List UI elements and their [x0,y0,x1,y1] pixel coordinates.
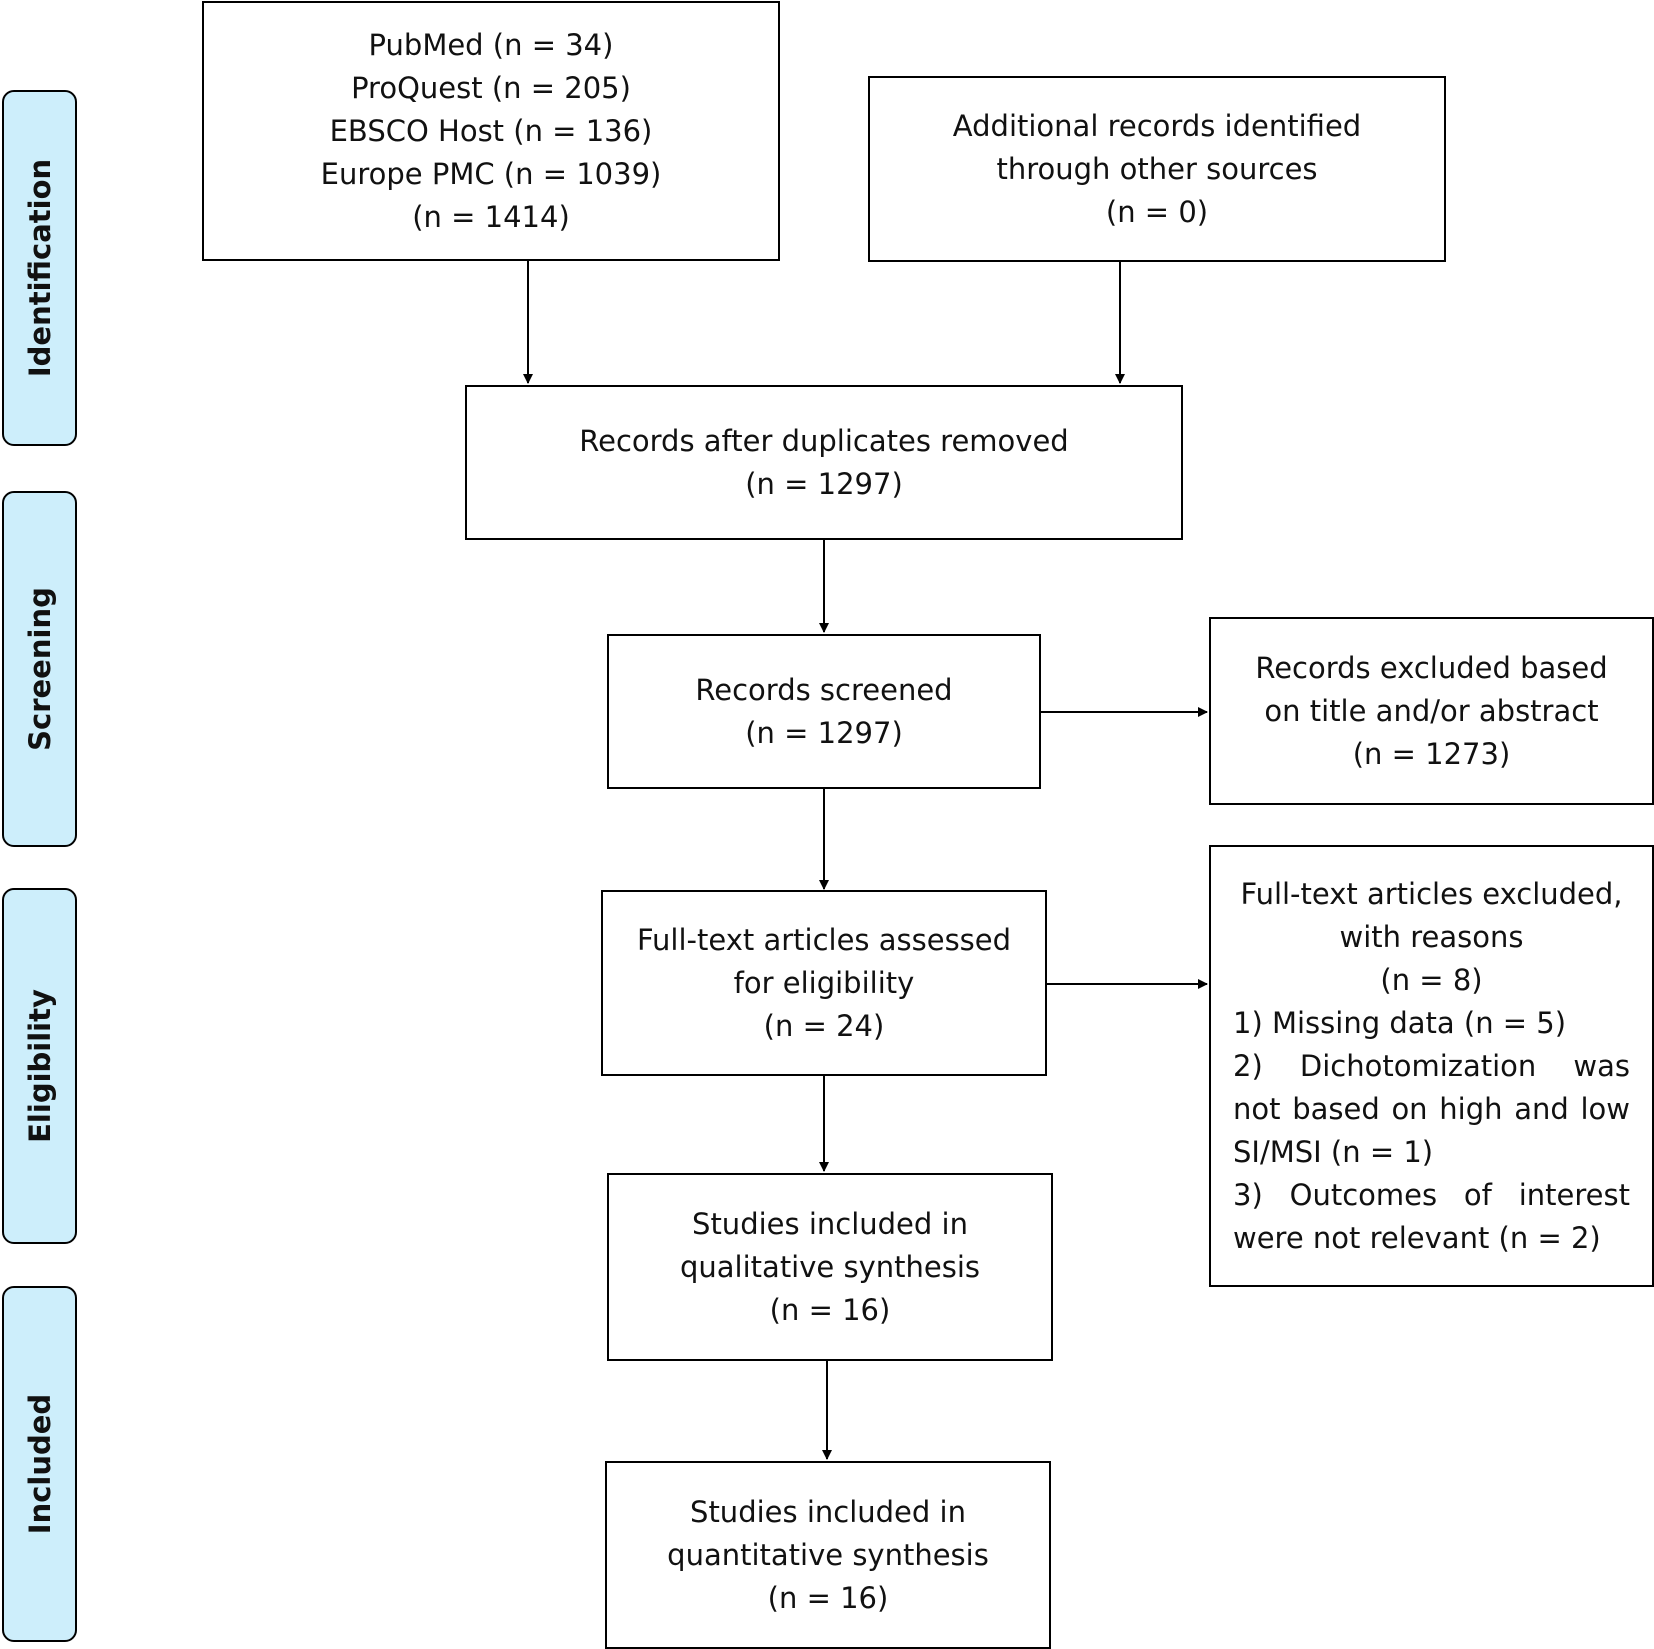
excluded-line2: on title and/or abstract [1264,693,1599,728]
box-fulltext-assessed: Full-text articles assessed for eligibil… [601,890,1047,1076]
box-database-records: PubMed (n = 34) ProQuest (n = 205) EBSCO… [202,1,780,261]
reason-outcomes-line1: 3) Outcomes of interest [1233,1178,1630,1212]
proquest-count: ProQuest (n = 205) [351,70,631,105]
fulltext-assessed-count: (n = 24) [763,1008,885,1043]
fulltext-excluded-count: (n = 8) [1380,963,1483,997]
quantitative-line2: quantitative synthesis [667,1537,989,1572]
fulltext-assessed-line2: for eligibility [733,965,915,1000]
phase-included: Included [2,1286,77,1642]
europe-pmc-count: Europe PMC (n = 1039) [320,156,662,191]
after-duplicates-count: (n = 1297) [745,466,903,501]
qualitative-line2: qualitative synthesis [680,1249,980,1284]
fulltext-excluded-line1: Full-text articles excluded, [1240,877,1623,911]
box-after-duplicates: Records after duplicates removed (n = 12… [465,385,1183,540]
phase-eligibility: Eligibility [2,888,77,1244]
box-quantitative-synthesis: Studies included in quantitative synthes… [605,1461,1051,1649]
pubmed-count: PubMed (n = 34) [368,27,614,62]
other-sources-line1: Additional records identified [952,108,1362,143]
reason-missing-data: 1) Missing data (n = 5) [1233,1006,1567,1040]
box-records-excluded: Records excluded based on title and/or a… [1209,617,1654,805]
other-sources-line2: through other sources [996,151,1318,186]
phase-identification: Identification [2,90,77,446]
phase-screening: Screening [2,491,77,847]
ebsco-count: EBSCO Host (n = 136) [329,113,653,148]
other-sources-count: (n = 0) [1105,194,1209,229]
quantitative-count: (n = 16) [767,1580,889,1615]
box-records-screened: Records screened (n = 1297) [607,634,1041,789]
screened-label: Records screened [695,672,953,707]
excluded-count: (n = 1273) [1352,736,1511,771]
fulltext-assessed-line1: Full-text articles assessed [636,922,1012,957]
after-duplicates-label: Records after duplicates removed [579,423,1069,458]
quantitative-line1: Studies included in [690,1494,966,1529]
reason-dichotomization-line1: 2) Dichotomization was [1233,1049,1630,1083]
box-qualitative-synthesis: Studies included in qualitative synthesi… [607,1173,1053,1361]
database-total: (n = 1414) [412,199,570,234]
screened-count: (n = 1297) [745,715,903,750]
box-fulltext-excluded: Full-text articles excluded, with reason… [1209,845,1654,1287]
box-other-sources: Additional records identified through ot… [868,76,1446,262]
reason-outcomes-line2: were not relevant (n = 2) [1233,1221,1601,1255]
qualitative-count: (n = 16) [769,1292,891,1327]
excluded-line1: Records excluded based [1255,650,1608,685]
reason-dichotomization-line2: not based on high and low [1233,1092,1630,1126]
reason-dichotomization-line3: SI/MSI (n = 1) [1233,1135,1434,1169]
fulltext-excluded-line2: with reasons [1339,920,1524,954]
qualitative-line1: Studies included in [692,1206,968,1241]
